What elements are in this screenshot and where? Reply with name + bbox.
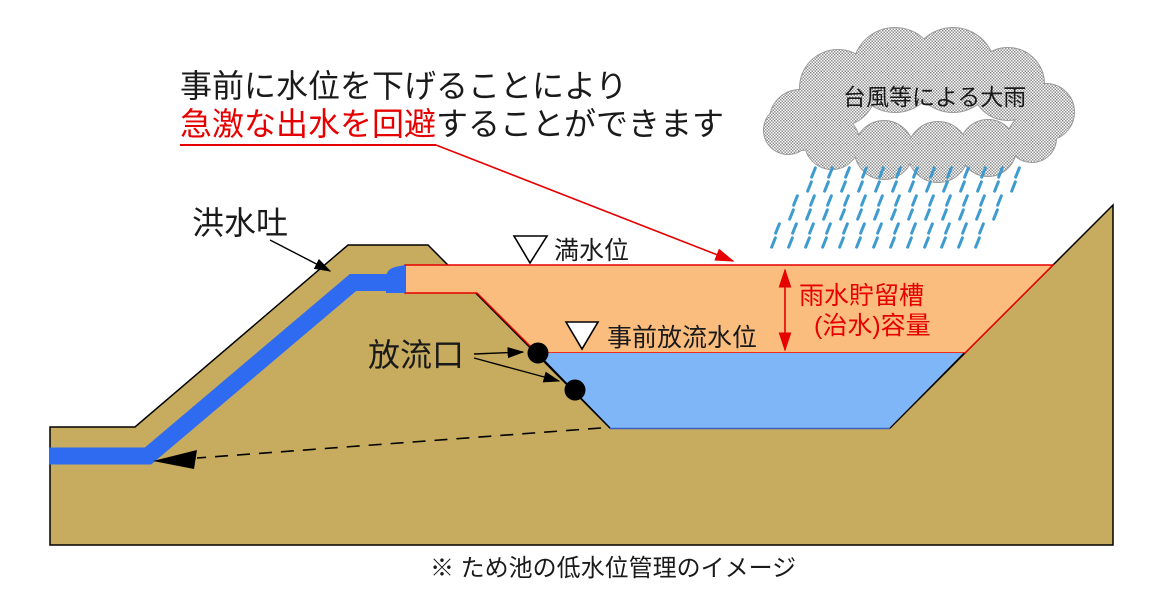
- headline-line1: 事前に水位を下げることにより: [180, 68, 628, 104]
- full-water-level-label: 満水位: [554, 237, 630, 265]
- storage-capacity-line1: 雨水貯留槽: [799, 282, 925, 310]
- outlet-leader-arrow-lower: [473, 357, 561, 383]
- pre-release-level-marker-icon: [564, 321, 600, 351]
- storage-capacity-line2: (治水)容量: [814, 312, 931, 340]
- headline-highlight: 急激な出水を回避: [180, 106, 437, 146]
- headline-leader-arrow: [435, 144, 735, 262]
- spillway-leader-arrow: [269, 239, 332, 272]
- cloud-label: 台風等による大雨: [843, 84, 1027, 110]
- full-water-level-marker-icon: [512, 235, 549, 265]
- pipe-flow-arrow-icon: [153, 450, 197, 469]
- right-bank-water-edge: [889, 352, 965, 429]
- outlet-dot-upper: [527, 342, 549, 364]
- water-body: [537, 353, 964, 428]
- spillway-channel: [49, 274, 391, 465]
- pre-release-level-label: 事前放流水位: [607, 324, 758, 352]
- headline-rest: することができます: [436, 106, 725, 142]
- outlet-dot-lower: [564, 379, 586, 401]
- storage-capacity-label: 雨水貯留槽 (治水)容量: [799, 281, 931, 341]
- spillway-lip: [386, 265, 405, 293]
- outlet-pipe-dashed-line: [196, 427, 602, 459]
- spillway-label: 洪水吐: [192, 205, 289, 241]
- outlet-label: 放流口: [368, 337, 465, 373]
- outlet-leader-arrow-upper: [473, 347, 525, 359]
- diagram-caption: ※ ため池の低水位管理のイメージ: [430, 555, 797, 582]
- headline-line2: 急激な出水を回避することができます: [180, 106, 725, 146]
